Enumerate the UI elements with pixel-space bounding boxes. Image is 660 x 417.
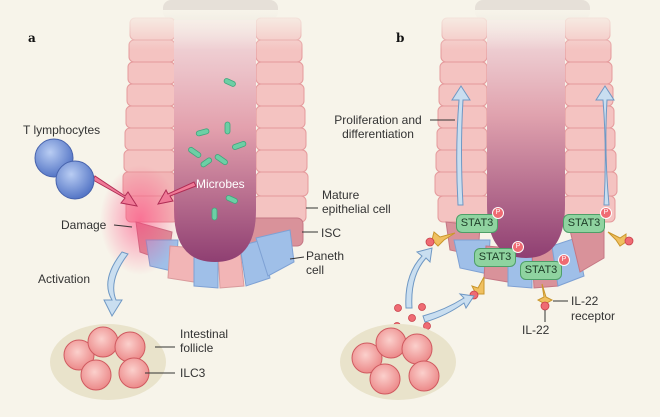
label-t-lymphocytes: T lymphocytes xyxy=(23,123,101,137)
label-il22-receptor-line1: IL-22 xyxy=(571,294,599,308)
label-follicle-line2: follicle xyxy=(180,341,214,355)
phospho-icon: P xyxy=(600,207,612,219)
stat3-badge: STAT3 xyxy=(520,261,562,280)
crypt-b xyxy=(430,0,620,289)
microbes xyxy=(188,78,247,221)
label-il22-receptor-line2: receptor xyxy=(571,309,616,323)
label-follicle-line1: Intestinal xyxy=(180,327,229,341)
label-il22: IL-22 xyxy=(522,323,550,337)
stat3-badge: STAT3 xyxy=(474,248,516,267)
proliferation-arrow-left xyxy=(451,85,471,206)
label-isc: ISC xyxy=(321,226,342,240)
t-lymphocytes xyxy=(34,138,95,200)
lumen-b xyxy=(487,20,565,258)
damage-glow xyxy=(100,165,180,275)
label-proliferation-line1: Proliferation and xyxy=(334,113,422,127)
leader-lines-b xyxy=(430,119,568,322)
proliferation-arrow-right xyxy=(595,85,615,206)
label-activation: Activation xyxy=(38,272,91,286)
label-microbes: Microbes xyxy=(196,177,245,191)
microbe-damage-arrow xyxy=(157,181,197,205)
activation-arrow xyxy=(103,251,129,318)
label-mature-line2: epithelial cell xyxy=(322,202,391,216)
secretion-arrow-right xyxy=(422,293,475,323)
label-ilc3: ILC3 xyxy=(180,366,206,380)
panel-label-a: a xyxy=(28,31,36,45)
label-paneth-line1: Paneth xyxy=(306,249,345,263)
phospho-icon: P xyxy=(558,254,570,266)
label-proliferation-line2: differentiation xyxy=(342,127,414,141)
il22-receptors xyxy=(431,231,627,305)
stat3-badge: STAT3 xyxy=(563,214,605,233)
tcell-damage-arrow xyxy=(92,175,139,207)
secretion-arrow-up xyxy=(405,247,433,309)
leader-lines-a xyxy=(113,207,318,374)
stat3-badge: STAT3 xyxy=(456,214,498,233)
intestinal-follicle-a xyxy=(50,324,166,400)
label-mature-line1: Mature xyxy=(322,188,360,202)
right-epithelium-a xyxy=(247,17,309,247)
label-damage: Damage xyxy=(61,218,107,232)
phospho-icon: P xyxy=(492,207,504,219)
label-paneth-line2: cell xyxy=(306,263,325,277)
intestinal-follicle-b xyxy=(340,324,456,400)
ilc3-cells-a xyxy=(63,326,150,391)
panel-label-b: b xyxy=(396,31,405,45)
phospho-icon: P xyxy=(512,241,524,253)
crypt-a xyxy=(92,0,310,289)
